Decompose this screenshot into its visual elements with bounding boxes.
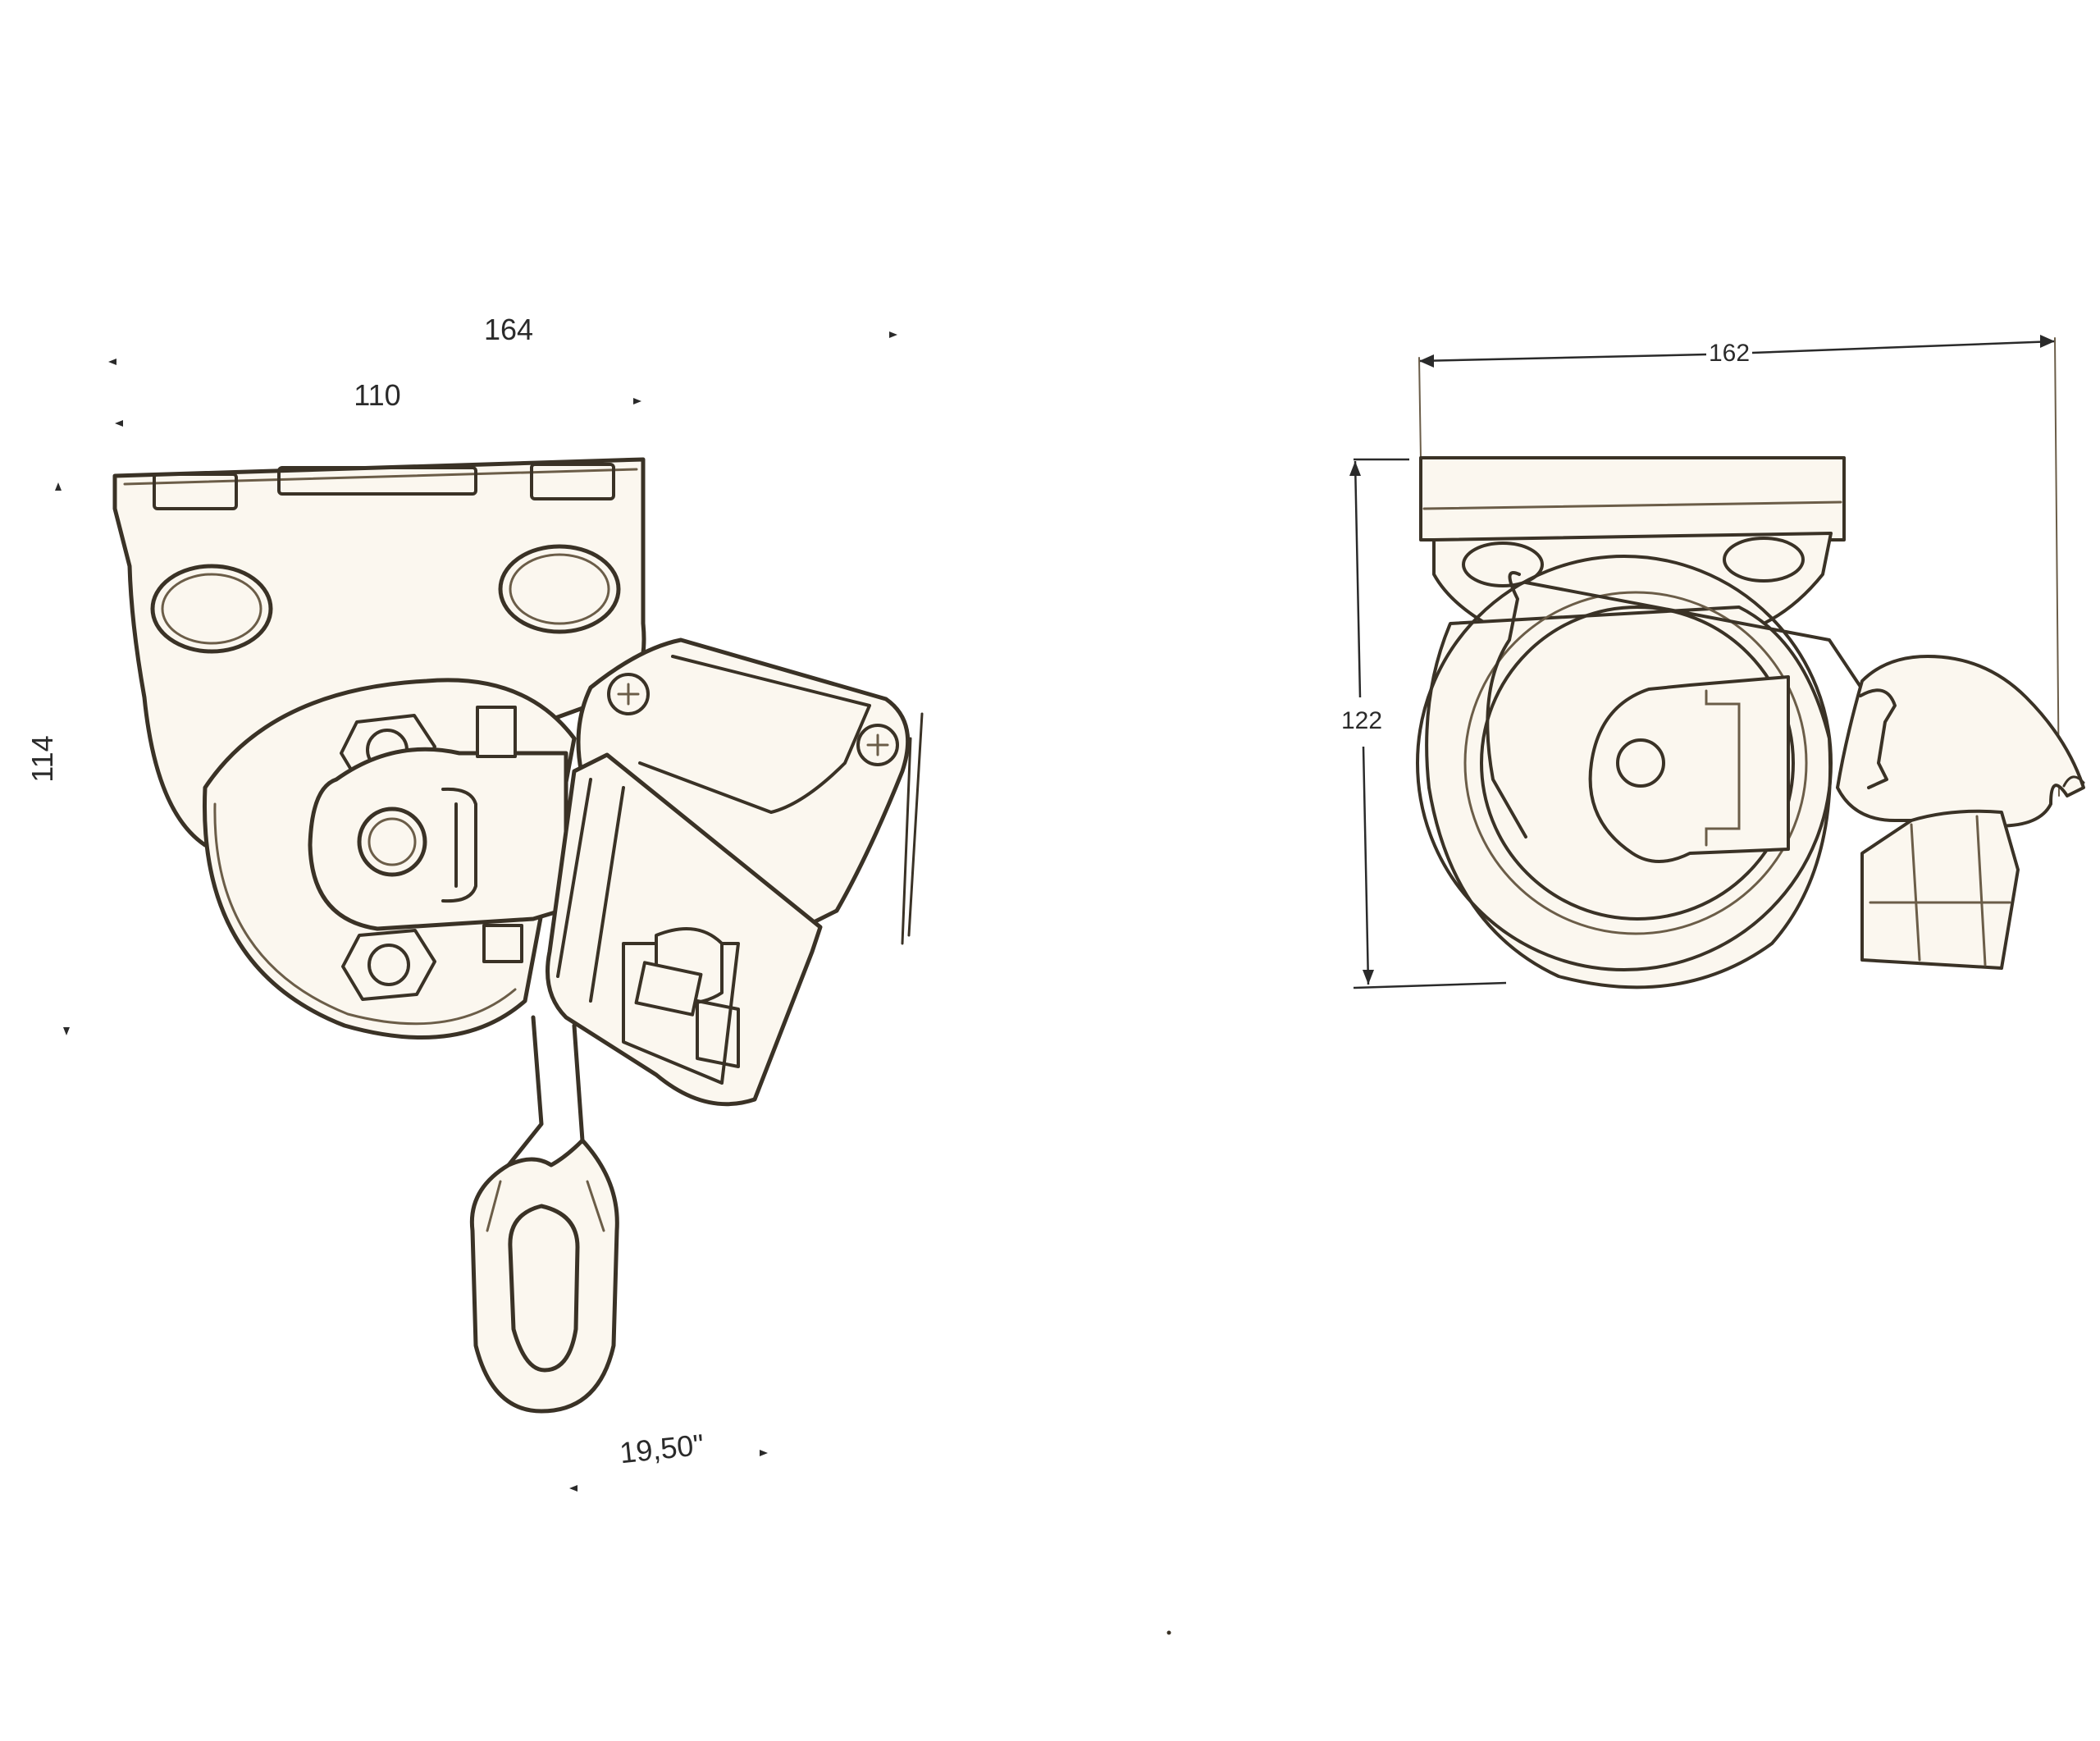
mount-block-top xyxy=(1419,456,1846,541)
dim-164-right-tick xyxy=(889,331,897,338)
dim-hook-right-tick xyxy=(760,1450,768,1456)
dim-164-left-tick xyxy=(108,359,116,365)
bracket-hole-right xyxy=(498,544,621,634)
dim-162-label: 162 xyxy=(1709,340,1750,367)
dim-122-extensions xyxy=(1353,458,1507,989)
front-dimensions: 164 110 114 19,50" xyxy=(25,313,897,1492)
dim-122-label: 122 xyxy=(1341,707,1382,734)
dim-110-left-tick xyxy=(115,420,123,427)
dim-hook-left-tick xyxy=(569,1485,578,1492)
hub-pin-bottom xyxy=(482,924,523,963)
dim-114-label: 114 xyxy=(25,735,59,782)
stray-dot xyxy=(1166,1630,1171,1635)
lifting-hook xyxy=(469,1015,619,1414)
side-wheel xyxy=(1416,555,1864,989)
axle-hole xyxy=(357,807,427,877)
side-slot-right xyxy=(1723,537,1805,583)
hub-pin-top xyxy=(476,706,517,758)
front-view: 164 110 114 19,50" xyxy=(25,313,924,1492)
wheel-outer xyxy=(1416,555,1833,971)
side-hook-arm xyxy=(1836,655,2085,970)
side-dimensions: 162 122 xyxy=(1341,335,2060,989)
bracket-slot-center xyxy=(277,466,477,496)
gear-housing xyxy=(546,752,823,1107)
wheel-rim xyxy=(1463,591,1808,935)
side-slot-left xyxy=(1462,541,1544,587)
bracket-slot-right xyxy=(530,463,615,500)
hex-nut-bottom xyxy=(341,929,436,1001)
dim-110-right-tick xyxy=(633,398,641,404)
dim-114-bottom-tick xyxy=(63,1027,70,1035)
side-axle-hole xyxy=(1616,738,1665,788)
dim-164-label: 164 xyxy=(484,313,533,346)
wheel-inner xyxy=(1480,605,1795,921)
dim-162-line-right xyxy=(1751,340,2056,354)
dim-110-label: 110 xyxy=(354,378,400,412)
bracket-hole-left xyxy=(150,564,273,654)
dim-114-top-tick xyxy=(55,482,62,491)
bracket-slot-left xyxy=(153,473,238,510)
dim-162-line-left xyxy=(1418,353,1707,363)
dim-hook-label: 19,50" xyxy=(618,1428,705,1470)
side-view: 162 122 xyxy=(1341,335,2085,989)
dim-122-line xyxy=(1354,460,1370,985)
axle-hub xyxy=(308,706,568,963)
